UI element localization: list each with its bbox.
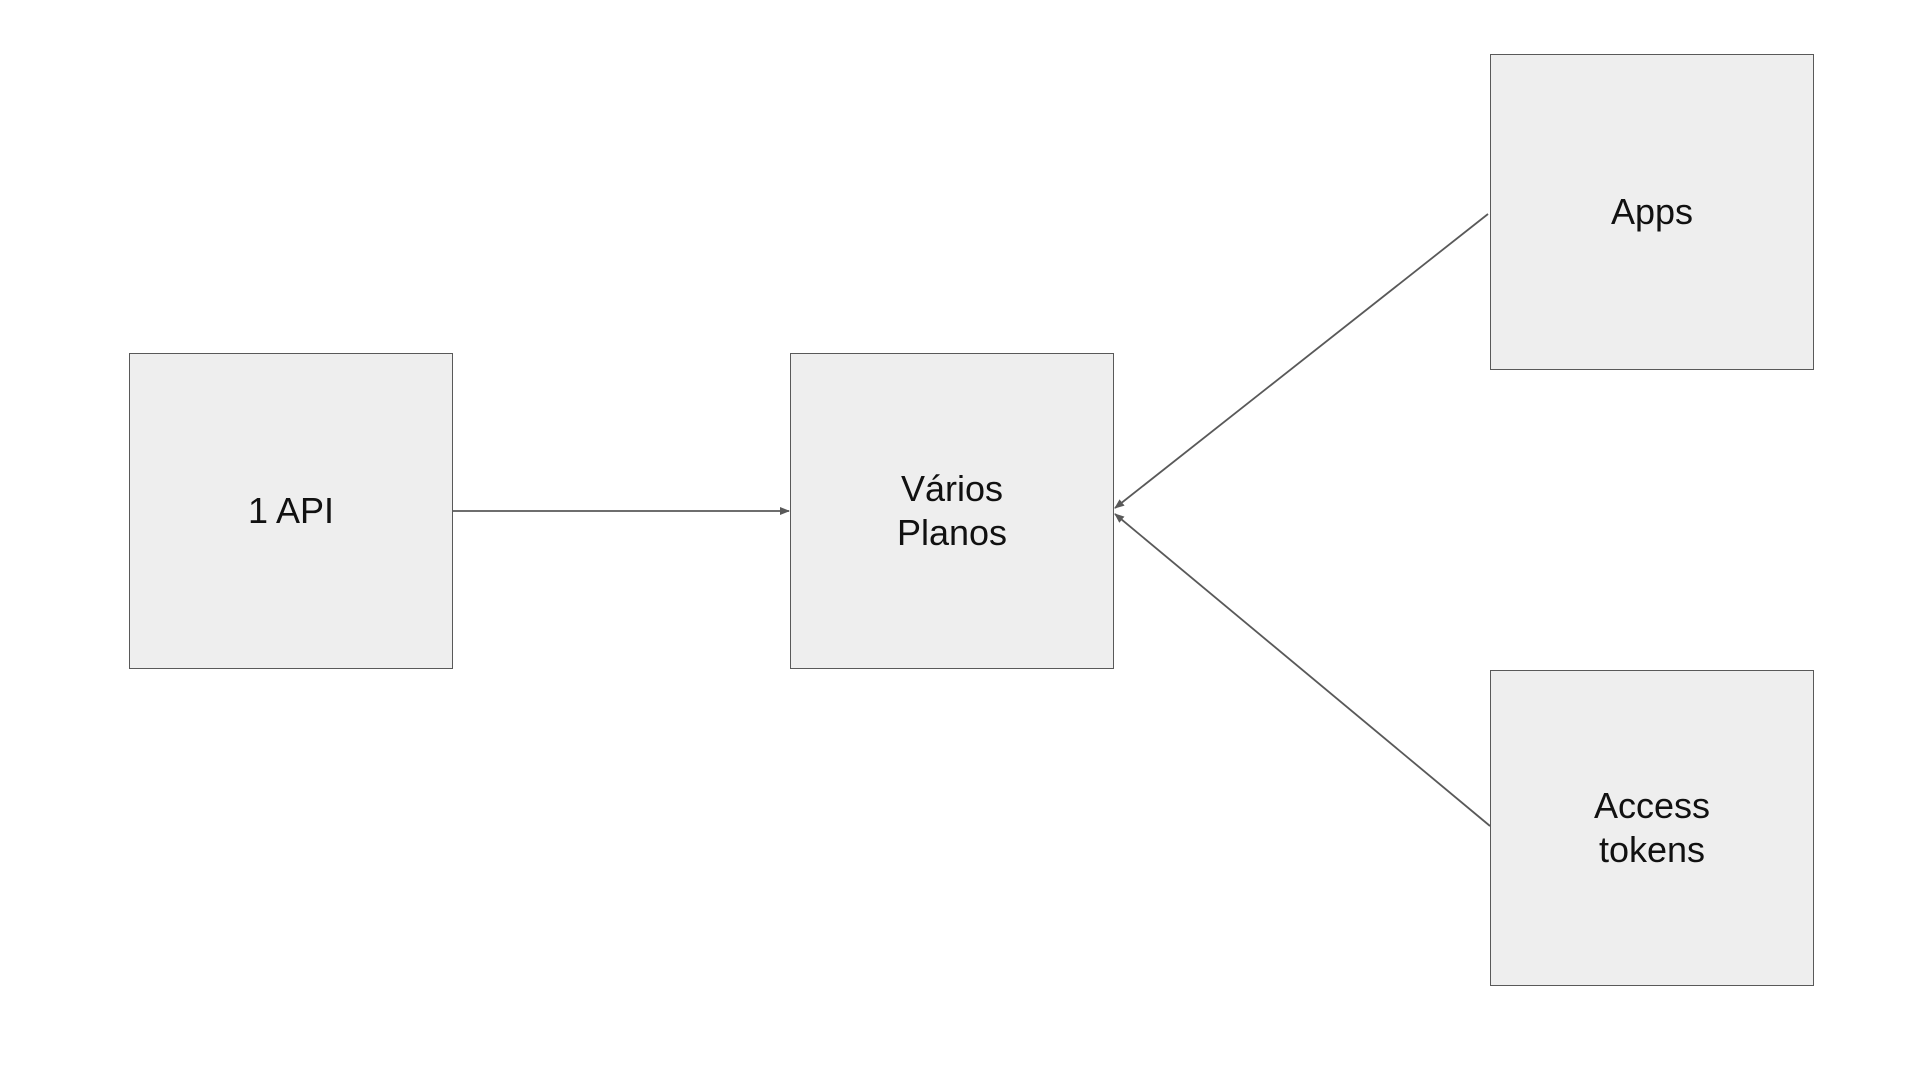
- node-label-line-2: tokens: [1598, 829, 1706, 870]
- node-label-line-1: Vários: [900, 468, 1004, 509]
- node-label-line-1: Access: [1593, 785, 1711, 826]
- node-label: Apps: [1610, 191, 1694, 232]
- edge-tokens-to-planos: [1114, 513, 1491, 827]
- node-label: 1 API: [247, 490, 335, 531]
- node-varios-planos: Vários Planos: [790, 353, 1114, 669]
- node-1-api: 1 API: [129, 353, 453, 669]
- edge-apps-to-planos: [1114, 213, 1489, 509]
- node-apps: Apps: [1490, 54, 1814, 370]
- node-label-line-2: Planos: [896, 512, 1008, 553]
- node-access-tokens: Access tokens: [1490, 670, 1814, 986]
